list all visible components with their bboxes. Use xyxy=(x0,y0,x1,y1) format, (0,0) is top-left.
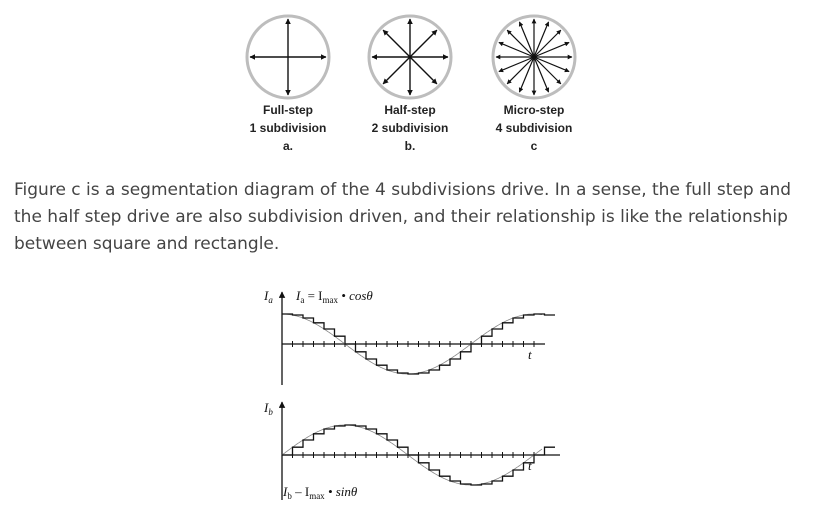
waveform-b-y-label: Ib xyxy=(263,400,273,417)
half-step-diagram xyxy=(367,14,453,100)
step-vector-arrow xyxy=(498,41,535,58)
step-vector-arrow xyxy=(518,56,535,93)
step-vector-arrow xyxy=(518,21,535,58)
caption-label: a. xyxy=(282,139,293,153)
waveform-diagram: Ia Ia = Imax • cosθ t Ib t Ib – Imax • s… xyxy=(263,288,560,501)
waveform-b-formula: Ib – Imax • sinθ xyxy=(282,484,358,501)
caption-micro-step: Micro-step 4 subdivision c xyxy=(469,101,599,155)
step-vector-arrow xyxy=(506,29,535,58)
caption-subdivision: 1 subdivision xyxy=(249,121,327,135)
caption-half-step: Half-step 2 subdivision b. xyxy=(345,101,475,155)
step-vector-arrow xyxy=(498,56,535,73)
micro-step-diagram xyxy=(491,14,577,100)
step-diagrams xyxy=(245,14,577,100)
caption-mode: Full-step xyxy=(263,103,313,117)
waveform-b-t-label: t xyxy=(528,458,532,473)
caption-full-step: Full-step 1 subdivision a. xyxy=(223,101,353,155)
step-vector-arrow xyxy=(533,41,570,58)
step-vector-arrow xyxy=(533,56,570,73)
caption-label: b. xyxy=(404,139,416,153)
full-step-diagram xyxy=(245,14,331,100)
caption-subdivision: 4 subdivision xyxy=(495,121,573,135)
step-vector-arrow xyxy=(382,56,411,85)
caption-mode: Micro-step xyxy=(503,103,565,117)
caption-subdivision: 2 subdivision xyxy=(371,121,449,135)
waveform-a-formula: Ia = Imax • cosθ xyxy=(295,288,373,305)
step-vector-arrow xyxy=(533,21,550,58)
waveform-b-staircase xyxy=(282,424,555,486)
waveform-a-y-label: Ia xyxy=(263,288,273,305)
step-vector-arrow xyxy=(382,29,411,58)
caption-mode: Half-step xyxy=(384,103,436,117)
waveform-a-axes xyxy=(278,291,545,385)
description-paragraph: Figure c is a segmentation diagram of th… xyxy=(14,180,792,254)
caption-label: c xyxy=(530,139,538,153)
step-vector-arrow xyxy=(533,29,562,58)
step-vector-arrow xyxy=(506,56,535,85)
waveform-a-staircase xyxy=(282,313,555,375)
step-vector-arrow xyxy=(409,29,438,58)
waveform-b-axes xyxy=(278,401,560,500)
waveform-a-t-label: t xyxy=(528,347,532,362)
step-vector-arrow xyxy=(533,56,562,85)
step-vector-arrow xyxy=(409,56,438,85)
step-vector-arrow xyxy=(533,56,550,93)
